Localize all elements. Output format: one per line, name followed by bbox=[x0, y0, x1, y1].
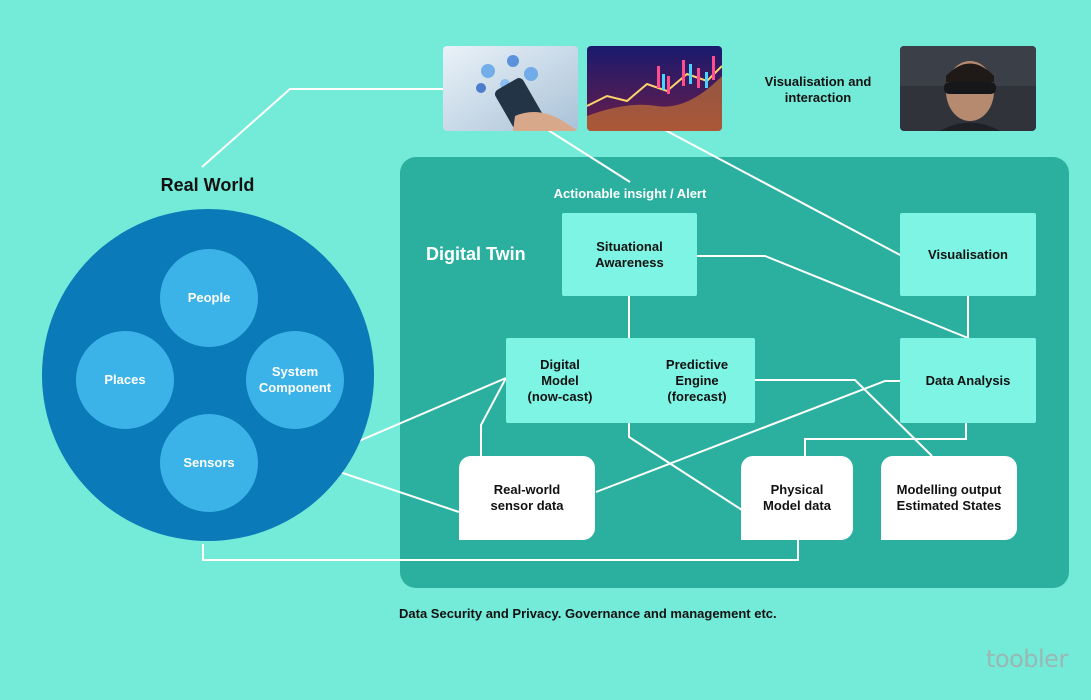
node-sensors: Sensors bbox=[160, 414, 258, 512]
vr-headset-icon bbox=[900, 46, 1036, 131]
data-analysis-box: Data Analysis bbox=[900, 338, 1036, 423]
line-physical-to-realworld bbox=[202, 540, 799, 561]
brand-logo: toobler bbox=[986, 645, 1068, 673]
smartphone-photo bbox=[443, 46, 578, 131]
smartphone-hand-icon bbox=[443, 46, 578, 131]
physical-model-data-box: Physical Model data bbox=[741, 456, 853, 540]
modelling-output-box: Modelling output Estimated States bbox=[881, 456, 1017, 540]
digital-model-label: Digital Model (now-cast) bbox=[527, 356, 593, 404]
digital-twin-title: Digital Twin bbox=[426, 244, 526, 264]
node-people: People bbox=[160, 249, 258, 347]
node-places: Places bbox=[76, 331, 174, 429]
line-analysis-to-physical bbox=[804, 423, 967, 456]
line-phone-to-alert bbox=[547, 129, 631, 183]
node-system-component: System Component bbox=[246, 331, 344, 429]
stock-chart-photo bbox=[587, 46, 722, 131]
visualisation-interaction-label: Visualisation and interaction bbox=[764, 74, 872, 105]
footer-note: Data Security and Privacy. Governance an… bbox=[399, 606, 777, 621]
alert-label: Actionable insight / Alert bbox=[553, 186, 707, 201]
line-chart-to-visualisation bbox=[664, 129, 903, 257]
line-sensordata-to-model bbox=[480, 377, 507, 456]
line-realworld-to-phone bbox=[201, 88, 443, 168]
digital-model-predictive-box bbox=[506, 338, 755, 423]
situational-awareness-box: Situational Awareness bbox=[562, 213, 697, 296]
line-engine-to-modelling bbox=[755, 379, 933, 457]
real-world-title: Real World bbox=[160, 175, 255, 195]
vr-headset-photo bbox=[900, 46, 1036, 131]
line-model-to-physical bbox=[628, 423, 743, 511]
visualisation-box: Visualisation bbox=[900, 213, 1036, 296]
candlestick-chart-icon bbox=[587, 46, 722, 131]
line-awareness-to-analysis bbox=[697, 255, 969, 339]
real-world-sensor-data-box: Real-world sensor data bbox=[459, 456, 595, 540]
line-sensordata-to-analysis bbox=[595, 380, 902, 493]
predictive-engine-label: Predictive Engine (forecast) bbox=[665, 356, 729, 404]
